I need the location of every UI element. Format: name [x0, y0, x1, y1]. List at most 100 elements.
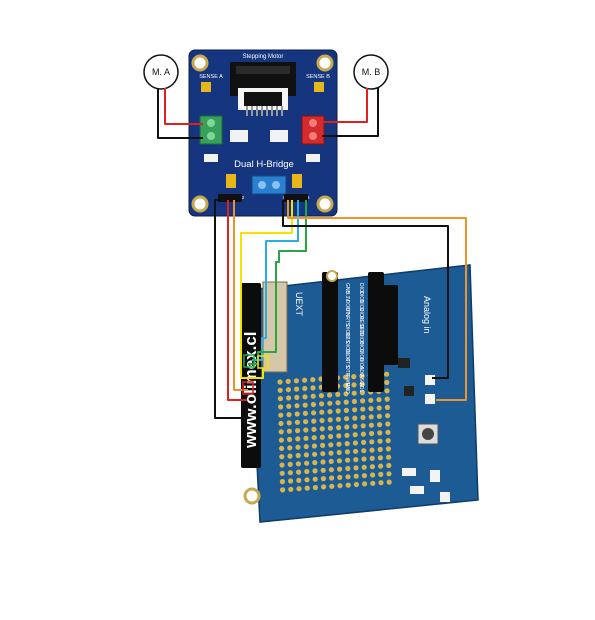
- perf-pad: [296, 477, 302, 483]
- perf-pad: [368, 422, 374, 428]
- perf-pad: [312, 460, 318, 466]
- perf-pad: [336, 433, 342, 439]
- perf-pad: [286, 420, 292, 426]
- xbee-io-label: DIO6: [358, 349, 364, 361]
- xbee-io-label: ASC: [358, 374, 364, 385]
- perf-pad: [376, 397, 382, 403]
- xbee-io-label: DIO0: [358, 283, 364, 295]
- xbee-pin-label: RES: [344, 333, 350, 344]
- perf-pad: [369, 447, 375, 453]
- terminal-motor-a: [199, 115, 223, 145]
- perf-pad: [351, 374, 357, 380]
- perf-pad: [351, 390, 357, 396]
- xbee-pin-label: DIO12: [344, 325, 350, 340]
- xbee-io-label: AD1: [358, 383, 364, 393]
- perf-pad: [370, 472, 376, 478]
- perf-pad: [377, 430, 383, 436]
- perf-pad: [287, 453, 293, 459]
- perf-pad: [351, 382, 357, 388]
- perf-pad: [343, 407, 349, 413]
- perf-pad: [343, 382, 349, 389]
- perf-pad: [319, 417, 325, 424]
- xbee-pin-label: GND: [344, 383, 350, 395]
- perf-pad: [385, 429, 391, 435]
- xbee-pin-label: PWM0: [344, 374, 350, 389]
- perf-pad: [361, 473, 367, 479]
- perf-pad: [386, 471, 392, 477]
- perf-pad: [310, 385, 316, 391]
- sense-a-label: SENSE A: [199, 74, 223, 80]
- perf-pad: [329, 483, 335, 489]
- motor-driver-board: Stepping Motor SENSE A SENSE B Dual H-Br…: [188, 49, 338, 217]
- wire-motor-b-black: [322, 88, 379, 137]
- perf-pad: [294, 411, 300, 417]
- xbee-io-label: RESET: [358, 316, 364, 333]
- perf-pad: [295, 461, 301, 467]
- perf-pad: [279, 470, 285, 476]
- terminal-a-screw-2: [207, 132, 215, 140]
- perf-pad: [295, 444, 301, 450]
- terminal-a-screw-1: [207, 119, 215, 127]
- perf-pad: [329, 475, 335, 481]
- chip-leg: [251, 106, 253, 116]
- enb-jumper: [292, 174, 302, 188]
- perf-pad: [319, 426, 325, 432]
- perf-pad: [295, 428, 301, 434]
- perf-pad: [310, 393, 316, 399]
- smd-part-7: [425, 375, 435, 385]
- perf-pad: [359, 390, 365, 396]
- perf-pad: [378, 471, 384, 477]
- xbee-pin-label: DIO11: [344, 341, 350, 355]
- perf-pad: [361, 439, 367, 445]
- perf-pad: [278, 437, 284, 443]
- perf-pad: [362, 481, 368, 487]
- perf-pad: [376, 413, 382, 419]
- wire-orange-shield: [287, 200, 467, 401]
- perf-pad: [385, 421, 391, 427]
- perf-pad: [312, 468, 318, 474]
- perf-pad: [368, 406, 374, 412]
- perf-pad: [304, 468, 310, 475]
- perf-pad: [287, 445, 293, 451]
- perf-pad: [286, 412, 292, 418]
- perf-pad: [377, 455, 383, 461]
- perf-pad: [386, 454, 392, 460]
- smd-part-4: [410, 486, 424, 494]
- motor-a: M. A: [143, 54, 179, 90]
- perf-pad: [369, 464, 375, 470]
- xbee-pin-label: DOUT: [344, 300, 350, 314]
- perf-pad: [303, 452, 309, 458]
- perf-pad: [386, 462, 392, 469]
- perf-pad: [279, 445, 285, 451]
- perf-pad: [311, 410, 317, 416]
- smd-part-3: [402, 468, 416, 476]
- perf-pad: [353, 481, 359, 488]
- xbee-pin-label: CTS: [344, 358, 350, 369]
- perf-pad: [288, 486, 294, 492]
- xbee-pin-label: DIO4: [344, 349, 350, 361]
- perf-pad: [360, 414, 366, 421]
- perf-pad: [321, 484, 327, 490]
- perf-pad: [343, 391, 349, 397]
- perf-pad: [327, 400, 333, 406]
- perf-pad: [295, 436, 301, 442]
- perf-pad: [345, 465, 351, 472]
- perf-pad: [319, 409, 325, 415]
- perf-pad: [302, 385, 308, 392]
- perf-pad: [360, 431, 366, 437]
- reset-button-cap: [422, 428, 434, 440]
- perf-pad: [303, 419, 309, 425]
- wire-motor-b-red: [322, 88, 368, 123]
- terminal-b-screw-1: [309, 119, 317, 127]
- perf-pad: [320, 467, 326, 473]
- dual-h-bridge-label: Dual H-Bridge: [234, 159, 294, 170]
- ena-jumper: [226, 174, 236, 188]
- perf-pad: [327, 425, 333, 431]
- perf-pad: [312, 451, 318, 457]
- wire-yellow-in3: [240, 200, 293, 379]
- perf-pad: [312, 476, 318, 482]
- perf-pad: [343, 374, 349, 380]
- perf-pad: [287, 436, 293, 443]
- uext-label: UEXT: [294, 292, 304, 317]
- perf-pad: [303, 435, 309, 441]
